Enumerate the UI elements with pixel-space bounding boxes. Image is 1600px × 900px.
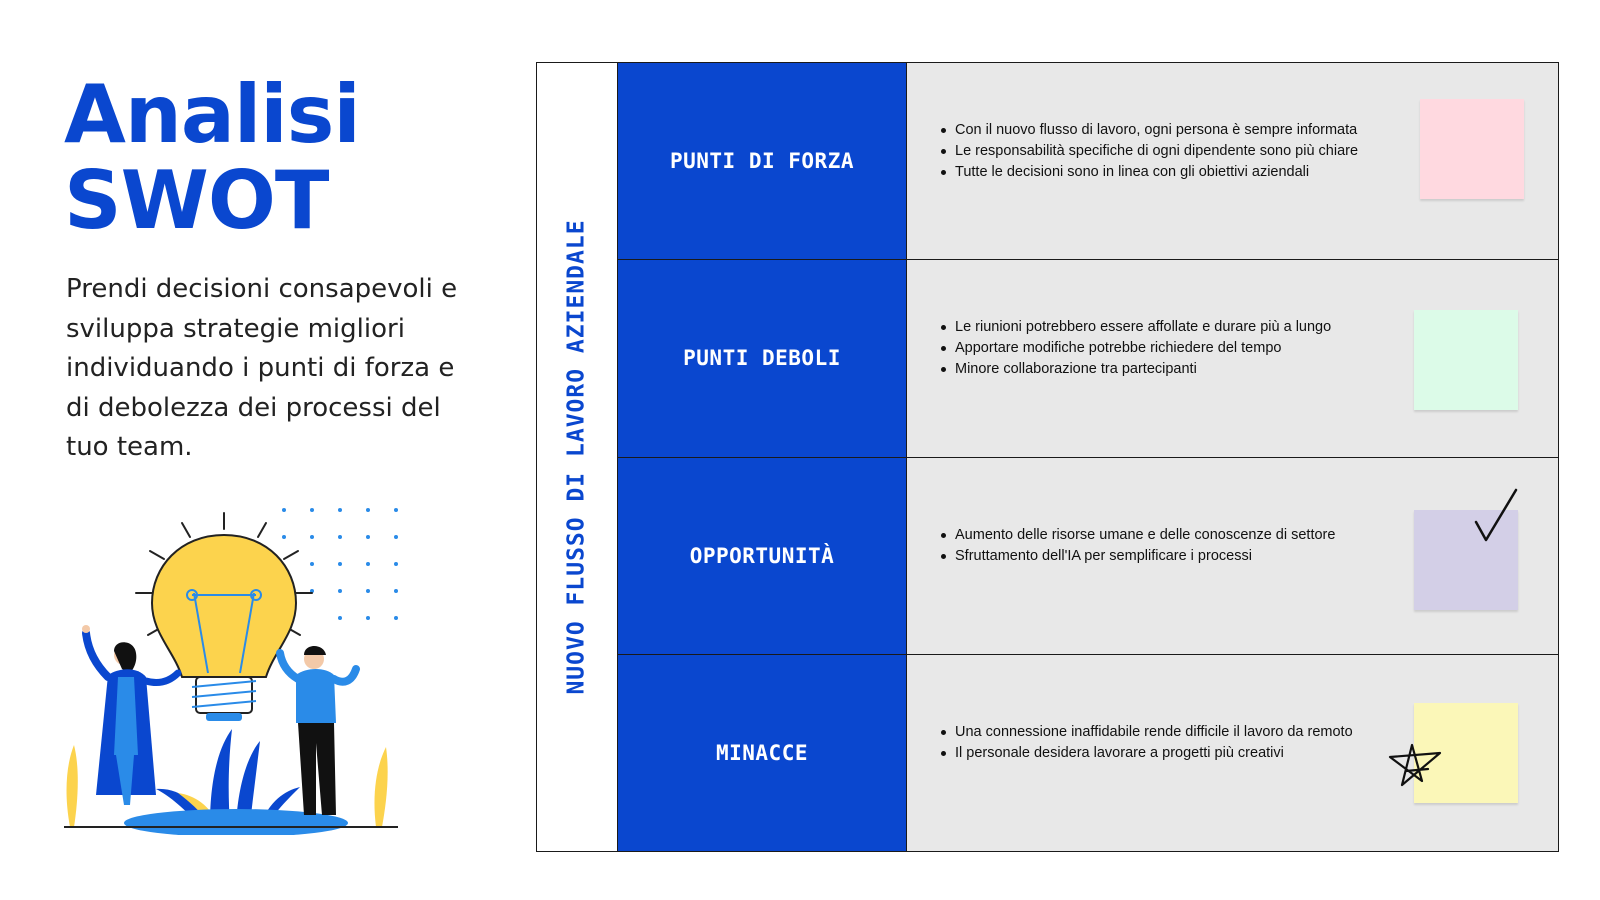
list-item: Sfruttamento dell'IA per semplificare i … <box>941 546 1335 567</box>
person-man-figure <box>276 646 360 815</box>
swot-row-opportunities: OPPORTUNITÀ Aumento delle risorse umane … <box>618 457 1558 655</box>
swot-rows: PUNTI DI FORZA Con il nuovo flusso di la… <box>618 63 1558 851</box>
bullet-list: Una connessione inaffidabile rende diffi… <box>907 722 1353 764</box>
lightbulb-team-illustration <box>64 508 398 835</box>
list-item: Apportare modifiche potrebbe richiedere … <box>941 338 1331 359</box>
dot-grid <box>282 508 398 620</box>
sticky-note-green <box>1414 310 1518 411</box>
bullet-list: Aumento delle risorse umane e delle cono… <box>907 525 1335 567</box>
list-item: Tutte le decisioni sono in linea con gli… <box>941 162 1358 183</box>
list-item: Aumento delle risorse umane e delle cono… <box>941 525 1335 546</box>
sticky-note-pink <box>1420 99 1524 199</box>
checkmark-icon <box>1474 488 1518 541</box>
list-item: Le responsabilità specifiche di ogni dip… <box>941 141 1358 162</box>
row-content-weaknesses: Le riunioni potrebbero essere affollate … <box>907 260 1558 457</box>
side-label: NUOVO FLUSSO DI LAVORO AZIENDALE <box>564 219 591 695</box>
list-item: Minore collaborazione tra partecipanti <box>941 359 1331 380</box>
list-item: Con il nuovo flusso di lavoro, ogni pers… <box>941 120 1358 141</box>
list-item: Una connessione inaffidabile rende diffi… <box>941 722 1353 743</box>
bullet-list: Con il nuovo flusso di lavoro, ogni pers… <box>907 120 1358 183</box>
page-title: Analisi SWOT <box>64 68 361 247</box>
side-label-column: NUOVO FLUSSO DI LAVORO AZIENDALE <box>537 63 618 851</box>
row-label-weaknesses: PUNTI DEBOLI <box>618 260 907 457</box>
list-item: Il personale desidera lavorare a progett… <box>941 743 1353 764</box>
row-content-threats: Una connessione inaffidabile rende diffi… <box>907 654 1558 851</box>
lightbulb-icon <box>150 533 298 721</box>
bullet-list: Le riunioni potrebbero essere affollate … <box>907 317 1331 380</box>
title-line-2: SWOT <box>64 154 329 247</box>
row-content-opportunities: Aumento delle risorse umane e delle cono… <box>907 457 1558 654</box>
row-label-opportunities: OPPORTUNITÀ <box>618 457 907 654</box>
list-item: Le riunioni potrebbero essere affollate … <box>941 317 1331 338</box>
sticky-note-lavender <box>1414 509 1518 610</box>
person-woman-figure <box>82 625 182 805</box>
title-line-1: Analisi <box>64 68 361 161</box>
row-label-threats: MINACCE <box>618 654 907 851</box>
swot-row-strengths: PUNTI DI FORZA Con il nuovo flusso di la… <box>618 63 1558 261</box>
star-doodle-icon <box>1388 743 1442 786</box>
page-subtitle: Prendi decisioni consapevoli e sviluppa … <box>66 274 458 462</box>
swot-row-threats: MINACCE Una connessione inaffidabile ren… <box>618 654 1558 851</box>
row-content-strengths: Con il nuovo flusso di lavoro, ogni pers… <box>907 63 1558 260</box>
row-label-strengths: PUNTI DI FORZA <box>618 63 907 260</box>
swot-table: NUOVO FLUSSO DI LAVORO AZIENDALE PUNTI D… <box>536 62 1559 852</box>
swot-row-weaknesses: PUNTI DEBOLI Le riunioni potrebbero esse… <box>618 260 1558 458</box>
